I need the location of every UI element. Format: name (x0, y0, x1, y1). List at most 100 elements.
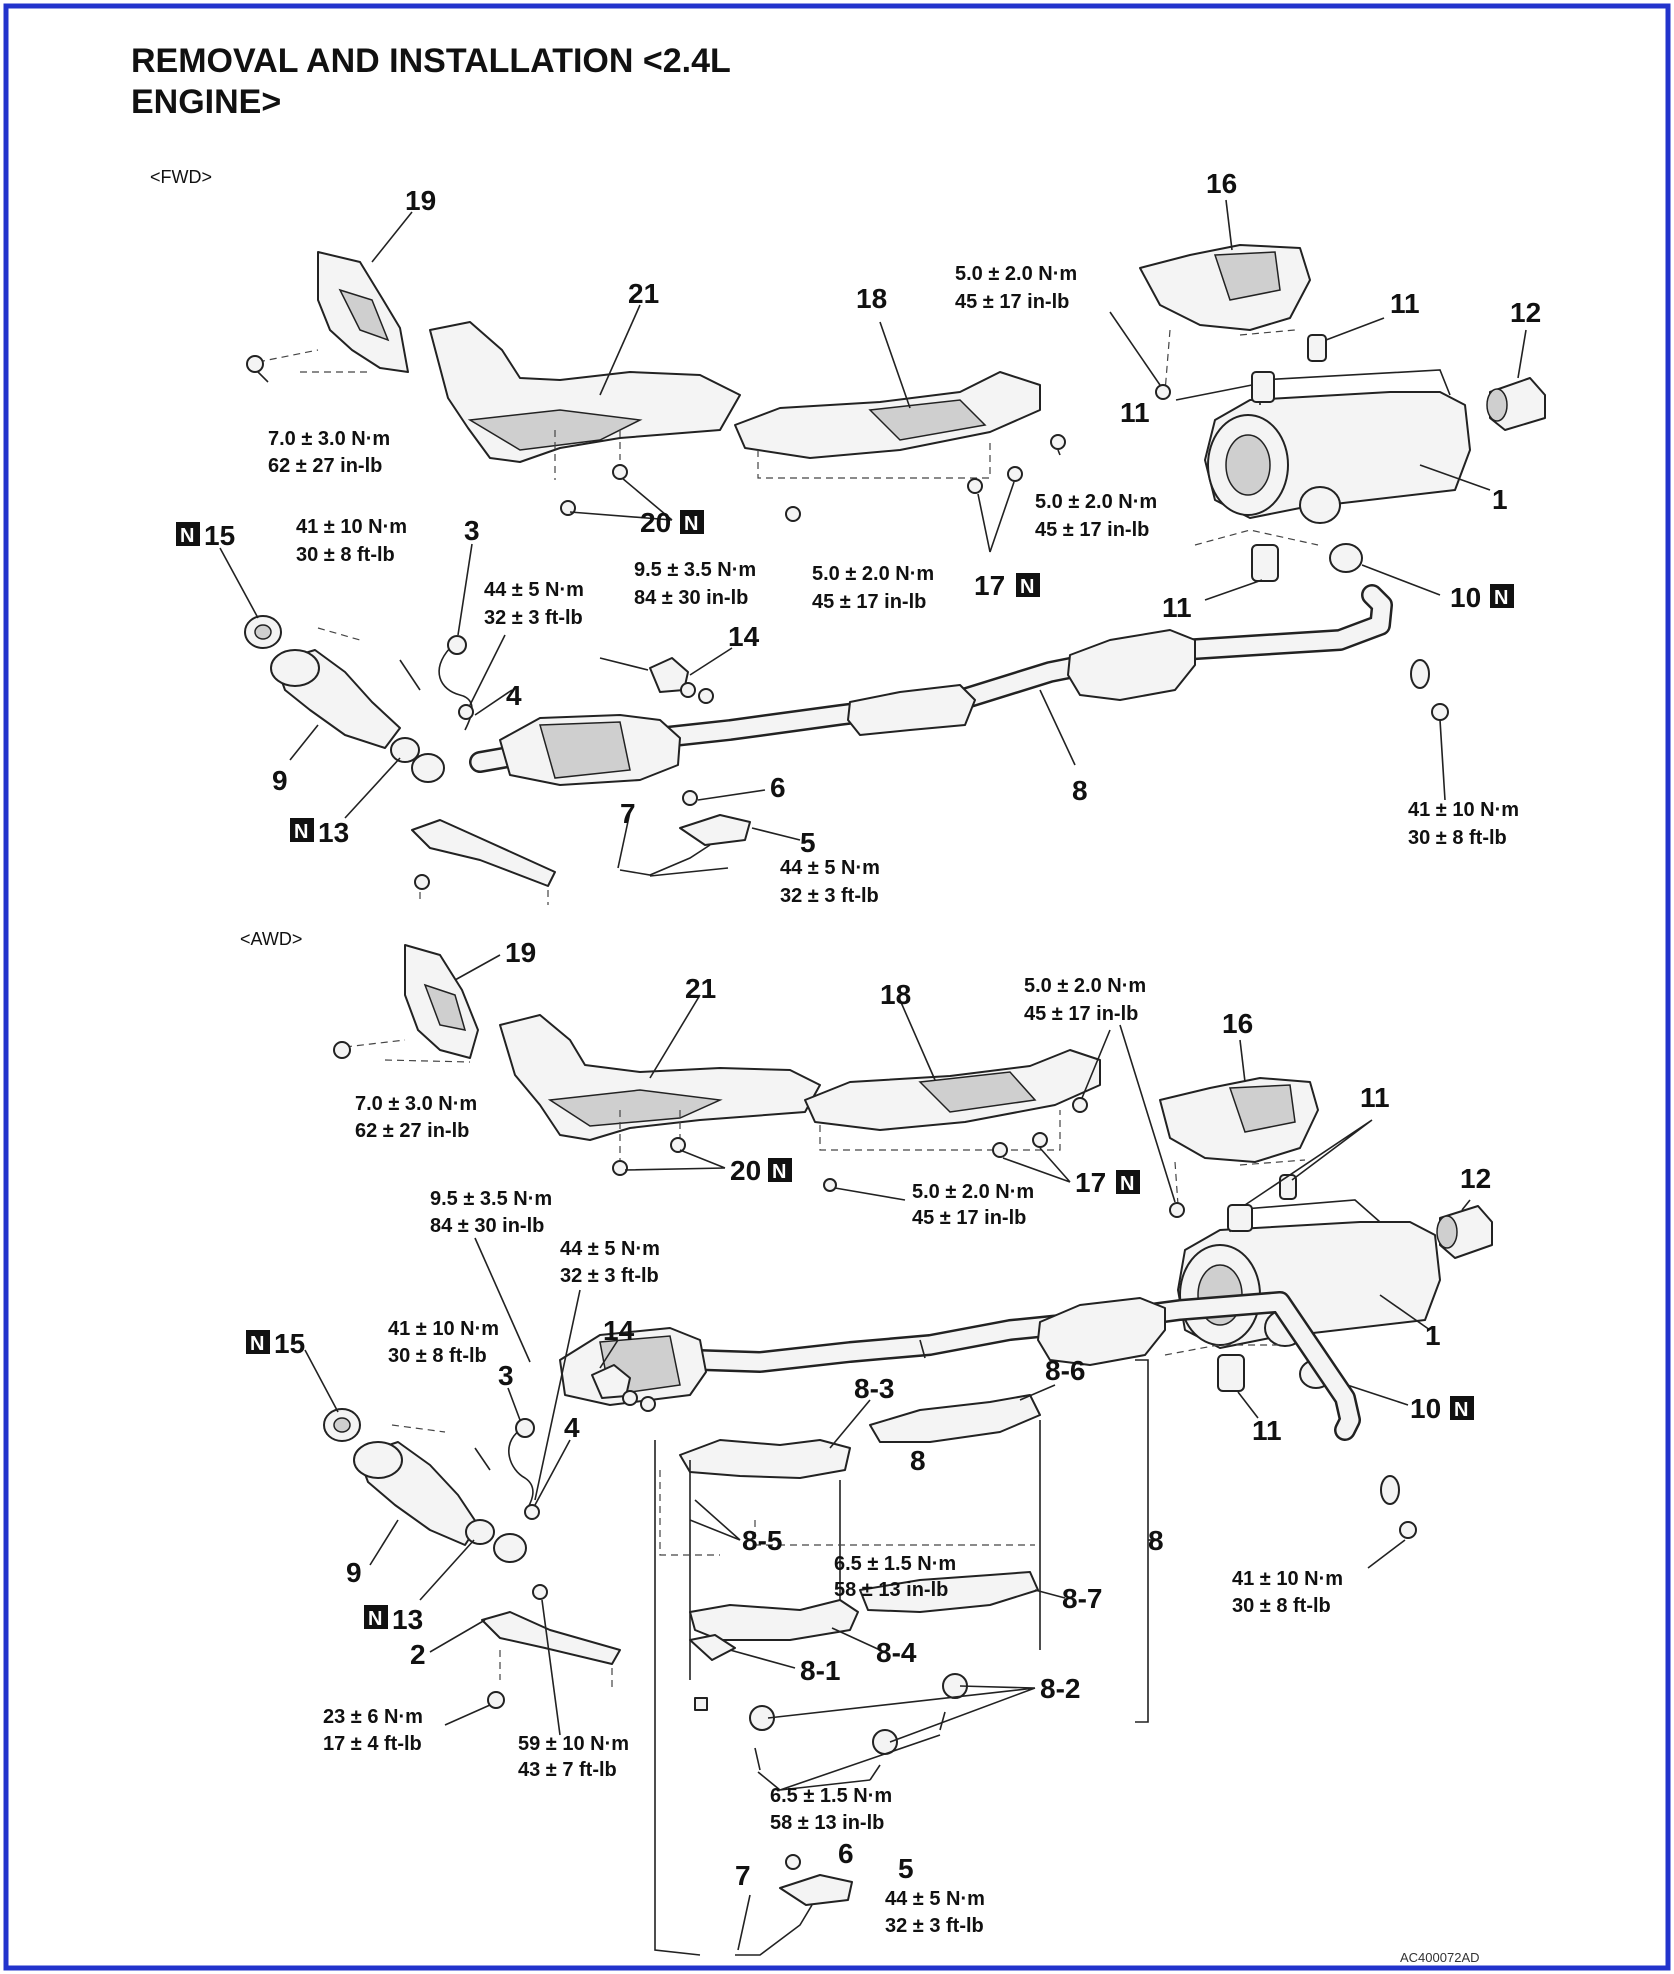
awd-torque-10-ftlb: 30 ± 8 ft-lb (1232, 1595, 1331, 1617)
fwd-new-part-20 (680, 510, 704, 534)
awd-front-pipe-flange (353, 1441, 403, 1479)
awd-callout-12: 12 (1460, 1163, 1491, 1194)
fwd-bolt-20b (612, 464, 628, 480)
awd-heat-shield-8-4 (689, 1599, 859, 1641)
awd-torque-13-nm: 59 ± 10 N·m (518, 1733, 629, 1755)
awd-callout-16: 16 (1222, 1008, 1253, 1039)
fwd-callout-14: 14 (728, 621, 760, 652)
awd-callout-17: 17 (1075, 1167, 1106, 1198)
awd-bolt-17a (992, 1142, 1008, 1158)
awd-torque-14-inlb: 84 ± 30 in-lb (430, 1215, 544, 1237)
awd-o2-sensor-3 (515, 1418, 535, 1438)
fwd-callout-3: 3 (464, 515, 480, 546)
awd-callout-7: 7 (735, 1860, 751, 1891)
svg-text:N: N (294, 821, 308, 843)
fwd-torque-3-ftlb: 30 ± 8 ft-lb (296, 544, 395, 566)
fwd-torque-14-nm: 9.5 ± 3.5 N·m (634, 559, 756, 581)
awd-clip-18r (1072, 1097, 1088, 1113)
fwd-callout-20: 20 (640, 507, 671, 538)
awd-washer-14b (640, 1396, 656, 1412)
awd-callout-8-1: 8-1 (800, 1655, 840, 1686)
awd-clip-16 (1169, 1202, 1185, 1218)
fwd-callout-8: 8 (1072, 775, 1088, 806)
fwd-torque-14-inlb: 84 ± 30 in-lb (634, 587, 748, 609)
awd-heat-shield-8-3 (679, 1439, 851, 1479)
page-frame (3, 3, 1671, 1971)
svg-text:N: N (1494, 587, 1508, 609)
fwd-muffler-inlet (1299, 486, 1341, 524)
awd-bolt-19 (333, 1041, 351, 1059)
fwd-front-pipe-flange (270, 649, 320, 687)
awd-nut-6 (785, 1854, 801, 1870)
svg-text:N: N (250, 1333, 264, 1355)
awd-callout-8-7: 8-7 (1062, 1583, 1102, 1614)
awd-hanger-11-top (1227, 1204, 1253, 1232)
awd-bracket-8-group (1135, 1359, 1149, 1723)
awd-torque-5-nm: 44 ± 5 N·m (885, 1888, 985, 1910)
awd-torque-19-nm: 7.0 ± 3.0 N·m (355, 1093, 477, 1115)
awd-torque-14-nm: 9.5 ± 3.5 N·m (430, 1188, 552, 1210)
awd-bolt-17b (1032, 1132, 1048, 1148)
fwd-new-part-13 (290, 818, 314, 842)
fwd-callout-11a: 11 (1390, 288, 1420, 319)
fwd-hanger-7 (619, 844, 711, 876)
awd-callout-13: 13 (392, 1604, 423, 1635)
svg-text:N: N (180, 525, 194, 547)
fwd-bolt-3 (399, 659, 421, 691)
awd-callout-1: 1 (1425, 1320, 1441, 1351)
awd-callout-14: 14 (603, 1315, 635, 1346)
awd-label: <AWD> (240, 929, 302, 949)
fwd-callout-18: 18 (856, 283, 887, 314)
fwd-torque-10-ftlb: 30 ± 8 ft-lb (1408, 827, 1507, 849)
awd-clip-8-2 (694, 1697, 708, 1711)
fwd-callout-13: 13 (318, 817, 349, 848)
awd-bolt-20a (612, 1160, 628, 1176)
svg-text:N: N (1020, 576, 1034, 598)
awd-callout-8-5: 8-5 (742, 1525, 782, 1556)
awd-callout-20: 20 (730, 1155, 761, 1186)
fwd-clip-18b (785, 506, 801, 522)
figure-code: AC400072AD (1400, 1950, 1480, 1965)
awd-callout-11a: 11 (1360, 1082, 1390, 1113)
bolt-19 (246, 355, 264, 373)
fwd-torque-18b-inlb: 45 ± 17 in-lb (812, 591, 926, 613)
fwd-gasket-10 (1329, 543, 1363, 573)
awd-torque-18r-inlb: 45 ± 17 in-lb (1024, 1003, 1138, 1025)
awd-torque-8-2-nm: 6.5 ± 1.5 N·m (770, 1785, 892, 1807)
awd-heat-shield-8-6 (869, 1394, 1041, 1443)
fwd-callout-21: 21 (628, 278, 659, 309)
awd-callout-15: 15 (274, 1328, 305, 1359)
fwd-torque-16-inlb: 45 ± 17 in-lb (955, 291, 1069, 313)
fwd-torque-19-nm: 7.0 ± 3.0 N·m (268, 428, 390, 450)
fwd-new-part-10 (1490, 584, 1514, 608)
awd-callout-8-2: 8-2 (1040, 1673, 1080, 1704)
awd-callout-9: 9 (346, 1557, 362, 1588)
fwd-washer-14b (698, 688, 714, 704)
svg-text:N: N (1454, 1399, 1468, 1421)
title-line-1: REMOVAL AND INSTALLATION <2.4L (131, 42, 731, 80)
fwd-torque-18b-nm: 5.0 ± 2.0 N·m (812, 563, 934, 585)
awd-callout-6: 6 (838, 1838, 854, 1869)
fwd-callout-16: 16 (1206, 168, 1237, 199)
fwd-callout-11b: 11 (1120, 397, 1150, 428)
awd-callout-8-3: 8-3 (854, 1373, 894, 1404)
awd-gasket-13b (493, 1533, 527, 1563)
fwd-torque-4-nm: 44 ± 5 N·m (484, 579, 584, 601)
awd-hanger-guide (654, 1440, 701, 1956)
fwd-lower-bracket (411, 819, 556, 887)
fwd-callout-1: 1 (1492, 484, 1508, 515)
awd-hanger-7 (735, 1904, 813, 1956)
fwd-o2-sensor-4 (458, 704, 474, 720)
fwd-callout-15: 15 (204, 520, 235, 551)
awd-new-part-20 (768, 1158, 792, 1182)
fwd-callout-4: 4 (506, 680, 522, 711)
fwd-torque-18r-nm: 5.0 ± 2.0 N·m (1035, 491, 1157, 513)
awd-callout-8b: 8 (1148, 1525, 1164, 1556)
heat-protector-19-detail (338, 288, 390, 342)
awd-torque-4-nm: 44 ± 5 N·m (560, 1238, 660, 1260)
awd-callout-3: 3 (498, 1360, 514, 1391)
fwd-rear-resonator (1067, 629, 1196, 701)
awd-torque-8-7-nm: 6.5 ± 1.5 N·m (834, 1553, 956, 1575)
